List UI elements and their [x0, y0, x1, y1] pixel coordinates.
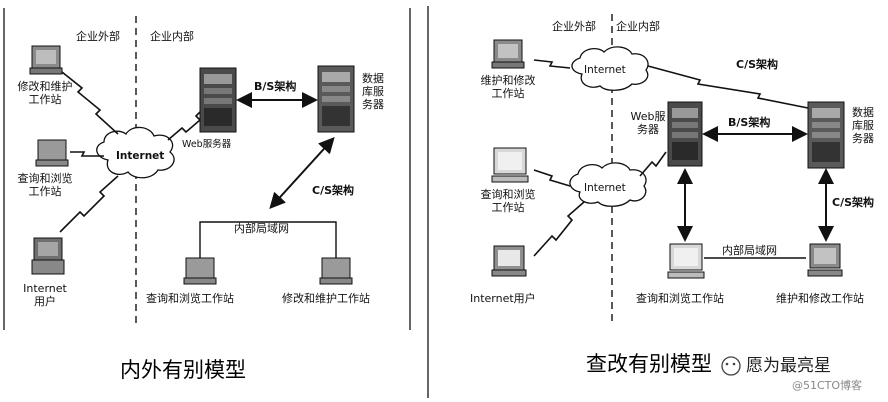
watermark-name: 愿为最亮星	[746, 356, 831, 376]
wechat-icon	[721, 356, 741, 376]
left-zone-inside-label: 企业内部	[150, 30, 194, 43]
left-maint-ws-label: 修改和维护 工作站	[8, 80, 82, 106]
left-internet-user-label: Internet 用户	[10, 282, 80, 308]
right-lan-query-label: 查询和浏览工作站	[636, 292, 724, 305]
left-internet-user-line1: Internet	[23, 282, 67, 295]
right-internet-user-label: Internet用户	[470, 292, 536, 305]
right-lan-pc-query	[667, 243, 705, 279]
right-db-line1: 数据	[852, 106, 874, 119]
right-maint-ws-line1: 维护和修改	[480, 74, 536, 87]
left-query-ws-label: 查询和浏览 工作站	[8, 172, 82, 198]
left-lan-query-label: 查询和浏览工作站	[146, 292, 234, 305]
left-internet-label: Internet	[116, 150, 165, 162]
left-pc-query	[35, 139, 69, 167]
left-maint-ws-line1: 修改和维护	[17, 80, 73, 93]
left-link-user-internet	[59, 175, 119, 233]
right-db-server	[807, 101, 845, 169]
right-db-server-label: 数据 库服 务器	[848, 106, 878, 145]
right-internet-cloud-top	[571, 46, 649, 91]
left-internet-user-line2: 用户	[34, 295, 56, 308]
left-pc-user	[31, 237, 65, 275]
right-zone-inside-label: 企业内部	[616, 20, 660, 33]
left-lan-pc-maint	[319, 257, 353, 285]
right-lan-maint-label: 维护和修改工作站	[776, 292, 864, 305]
right-pc-query	[491, 147, 529, 183]
left-bs-label: B/S架构	[254, 80, 297, 93]
left-link-internet-web	[167, 103, 209, 141]
right-link-user-internet	[533, 201, 585, 257]
left-cs-label: C/S架构	[312, 184, 355, 197]
left-web-server	[199, 67, 237, 133]
right-web-server	[667, 101, 703, 167]
left-db-line2: 库服	[362, 85, 384, 98]
right-bs-label: B/S架构	[728, 116, 771, 129]
left-link-query-internet	[70, 151, 104, 157]
left-maint-ws-line2: 工作站	[28, 93, 62, 106]
left-lan-pc-query	[183, 257, 217, 285]
right-web-line2: 务器	[637, 123, 659, 136]
right-maint-ws-label: 维护和修改 工作站	[468, 74, 548, 100]
right-zone-outside-label: 企业外部	[552, 20, 596, 33]
left-pc-maint	[29, 45, 63, 75]
right-cs-right-label: C/S架构	[832, 196, 875, 209]
right-db-line2: 库服	[852, 119, 874, 132]
right-pc-user	[491, 245, 527, 277]
left-lan-line	[199, 221, 337, 262]
right-cs-top-label: C/S架构	[736, 58, 779, 71]
left-query-ws-line2: 工作站	[28, 185, 62, 198]
left-lan-maint-label: 修改和维护工作站	[282, 292, 370, 305]
right-db-line3: 务器	[852, 132, 874, 145]
right-internet-cloud-bottom	[569, 162, 647, 207]
right-web-line1: Web服	[630, 110, 666, 123]
right-link-internet-db	[647, 65, 809, 109]
left-db-server-label: 数据 库服 务器	[358, 72, 388, 111]
watermark-site: @51CTO博客	[792, 379, 863, 392]
right-pc-maint	[491, 39, 525, 69]
left-cs-arrow	[269, 137, 335, 209]
left-query-ws-line1: 查询和浏览	[17, 172, 73, 185]
left-zone-outside-label: 企业外部	[76, 30, 120, 43]
right-internet-bottom-label: Internet	[584, 182, 626, 194]
right-link-query-internet	[533, 169, 571, 187]
right-internet-top-label: Internet	[584, 64, 626, 76]
right-query-ws-label: 查询和浏览 工作站	[468, 188, 548, 214]
left-web-server-label: Web服务器	[182, 139, 232, 150]
right-maint-ws-line2: 工作站	[491, 87, 525, 100]
right-query-ws-line2: 工作站	[491, 201, 525, 214]
left-lan-label: 内部局域网	[234, 222, 289, 235]
right-web-server-label: Web服 务器	[630, 110, 666, 136]
right-link-maint-internet	[533, 59, 571, 69]
left-caption: 内外有别模型	[120, 358, 246, 382]
right-link-internet-web	[639, 151, 667, 177]
left-db-line1: 数据	[362, 72, 384, 85]
left-db-server	[317, 65, 355, 133]
right-caption: 查改有别模型	[586, 352, 712, 376]
right-lan-pc-maint	[807, 243, 843, 277]
left-db-line3: 务器	[362, 98, 384, 111]
right-lan-label: 内部局域网	[722, 244, 777, 257]
right-query-ws-line1: 查询和浏览	[480, 188, 536, 201]
left-link-maint-internet	[61, 71, 119, 135]
